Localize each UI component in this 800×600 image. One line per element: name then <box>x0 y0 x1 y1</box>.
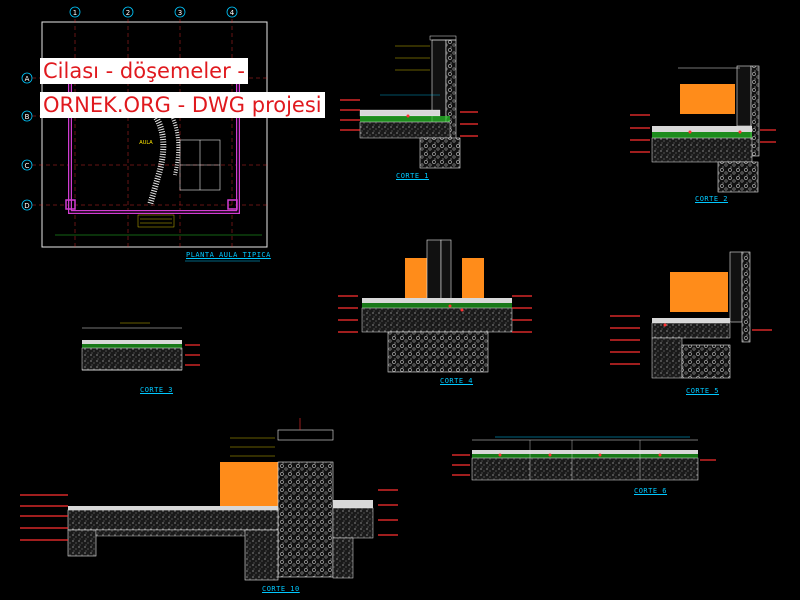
section-corte-1 <box>340 35 478 169</box>
section-corte-3 <box>81 322 200 371</box>
section-corte-6 <box>452 436 716 481</box>
watermark-title-line-2: ORNEK.ORG - DWG projesi <box>40 92 325 118</box>
plan-room-label: AULA <box>139 140 153 146</box>
corte-10-title: CORTE 10 <box>262 585 300 593</box>
corte-1-title: CORTE 1 <box>396 172 430 180</box>
corte-4-title: CORTE 4 <box>440 377 474 385</box>
corte-6-title: CORTE 6 <box>634 487 668 495</box>
corte-5-title: CORTE 5 <box>686 387 720 395</box>
grid-row-b: B <box>25 113 30 121</box>
corte-2-title: CORTE 2 <box>695 195 729 203</box>
grid-col-1: 1 <box>73 9 77 17</box>
section-corte-5 <box>610 251 772 379</box>
grid-col-2: 2 <box>126 9 130 17</box>
section-corte-4 <box>338 239 532 373</box>
grid-row-d: D <box>24 202 29 210</box>
corte-3-title: CORTE 3 <box>140 386 174 394</box>
grid-row-a: A <box>25 75 30 83</box>
grid-col-4: 4 <box>230 9 235 17</box>
plan-title: PLANTA AULA TIPICA <box>186 251 271 259</box>
grid-row-c: C <box>25 162 30 170</box>
watermark-title-line-1: Cilası - döşemeler - <box>40 58 248 84</box>
section-corte-10 <box>20 418 398 581</box>
floor-plan: 1 2 3 4 A B C D AULA <box>21 6 270 262</box>
grid-col-3: 3 <box>178 9 182 17</box>
section-corte-2 <box>630 65 776 193</box>
plan-border <box>41 21 268 248</box>
